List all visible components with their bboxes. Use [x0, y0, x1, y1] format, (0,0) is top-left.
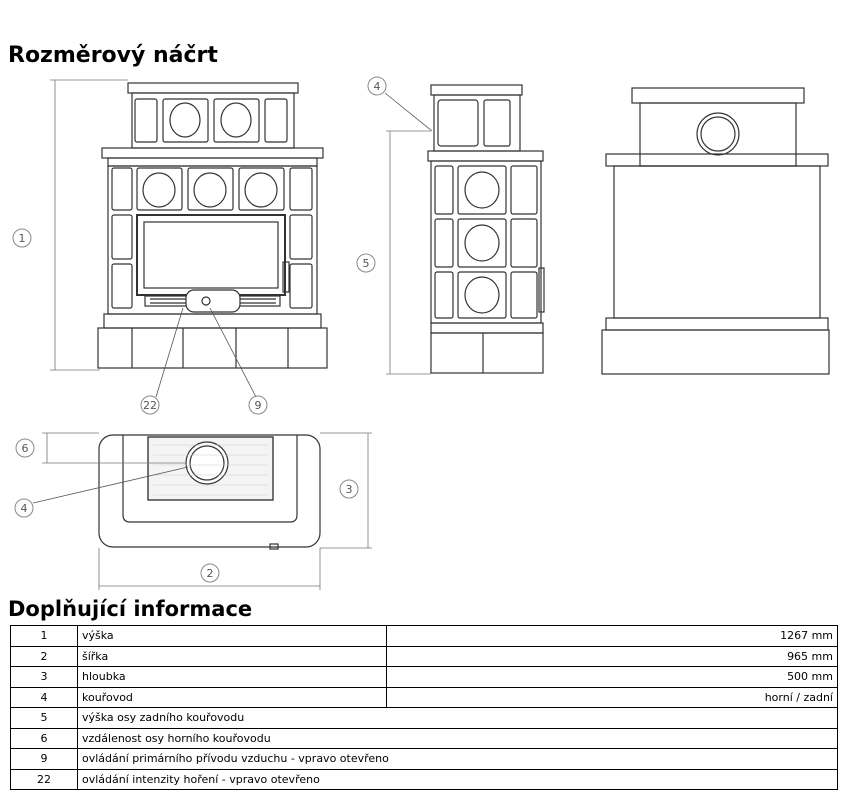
row-label: vzdálenost osy horního kouřovodu	[77, 727, 838, 749]
table-row: 4 kouřovod horní / zadní	[10, 686, 838, 708]
rear-view	[601, 87, 830, 375]
table-row: 1 výška 1267 mm	[10, 625, 838, 647]
row-number: 6	[10, 727, 78, 749]
row-number: 4	[10, 686, 78, 708]
row-label: hloubka	[77, 666, 387, 688]
table-row: 2 šířka 965 mm	[10, 645, 838, 667]
row-value: 965 mm	[386, 645, 838, 667]
dimension-drawing: 1 4 5 22 9 6 4 3 2	[12, 76, 830, 590]
table-row: 9 ovládání primárního přívodu vzduchu - …	[10, 748, 838, 770]
row-number: 9	[10, 748, 78, 770]
row-label: výška osy zadního kouřovodu	[77, 707, 838, 729]
row-label: ovládání primárního přívodu vzduchu - vp…	[77, 748, 838, 770]
info-table: 1 výška 1267 mm 2 šířka 965 mm 3 hloubka…	[10, 625, 838, 790]
table-row: 5 výška osy zadního kouřovodu	[10, 707, 838, 729]
row-label: výška	[77, 625, 387, 647]
row-value: 1267 mm	[386, 625, 838, 647]
row-number: 3	[10, 666, 78, 688]
callout-9: 9	[255, 399, 262, 412]
section-title: Rozměrový náčrt	[8, 43, 218, 68]
callout-4-top: 4	[21, 502, 28, 515]
callout-6: 6	[22, 442, 29, 455]
row-value: horní / zadní	[386, 686, 838, 708]
callout-2: 2	[207, 567, 214, 580]
table-row: 3 hloubka 500 mm	[10, 666, 838, 688]
callout-1: 1	[19, 232, 26, 245]
callout-4-side: 4	[374, 80, 381, 93]
table-row: 22 ovládání intenzity hoření - vpravo ot…	[10, 768, 838, 790]
row-number: 22	[10, 768, 78, 790]
info-title: Doplňující informace	[8, 597, 253, 621]
row-number: 5	[10, 707, 78, 729]
top-view	[98, 434, 321, 550]
row-label: ovládání intenzity hoření - vpravo otevř…	[77, 768, 838, 790]
row-label: šířka	[77, 645, 387, 667]
row-label: kouřovod	[77, 686, 387, 708]
callout-5: 5	[363, 257, 370, 270]
callout-3: 3	[346, 483, 353, 496]
row-number: 2	[10, 645, 78, 667]
row-number: 1	[10, 625, 78, 647]
row-value: 500 mm	[386, 666, 838, 688]
front-view	[97, 82, 328, 369]
table-row: 6 vzdálenost osy horního kouřovodu	[10, 727, 838, 749]
callout-22: 22	[143, 399, 157, 412]
side-view	[427, 84, 545, 374]
